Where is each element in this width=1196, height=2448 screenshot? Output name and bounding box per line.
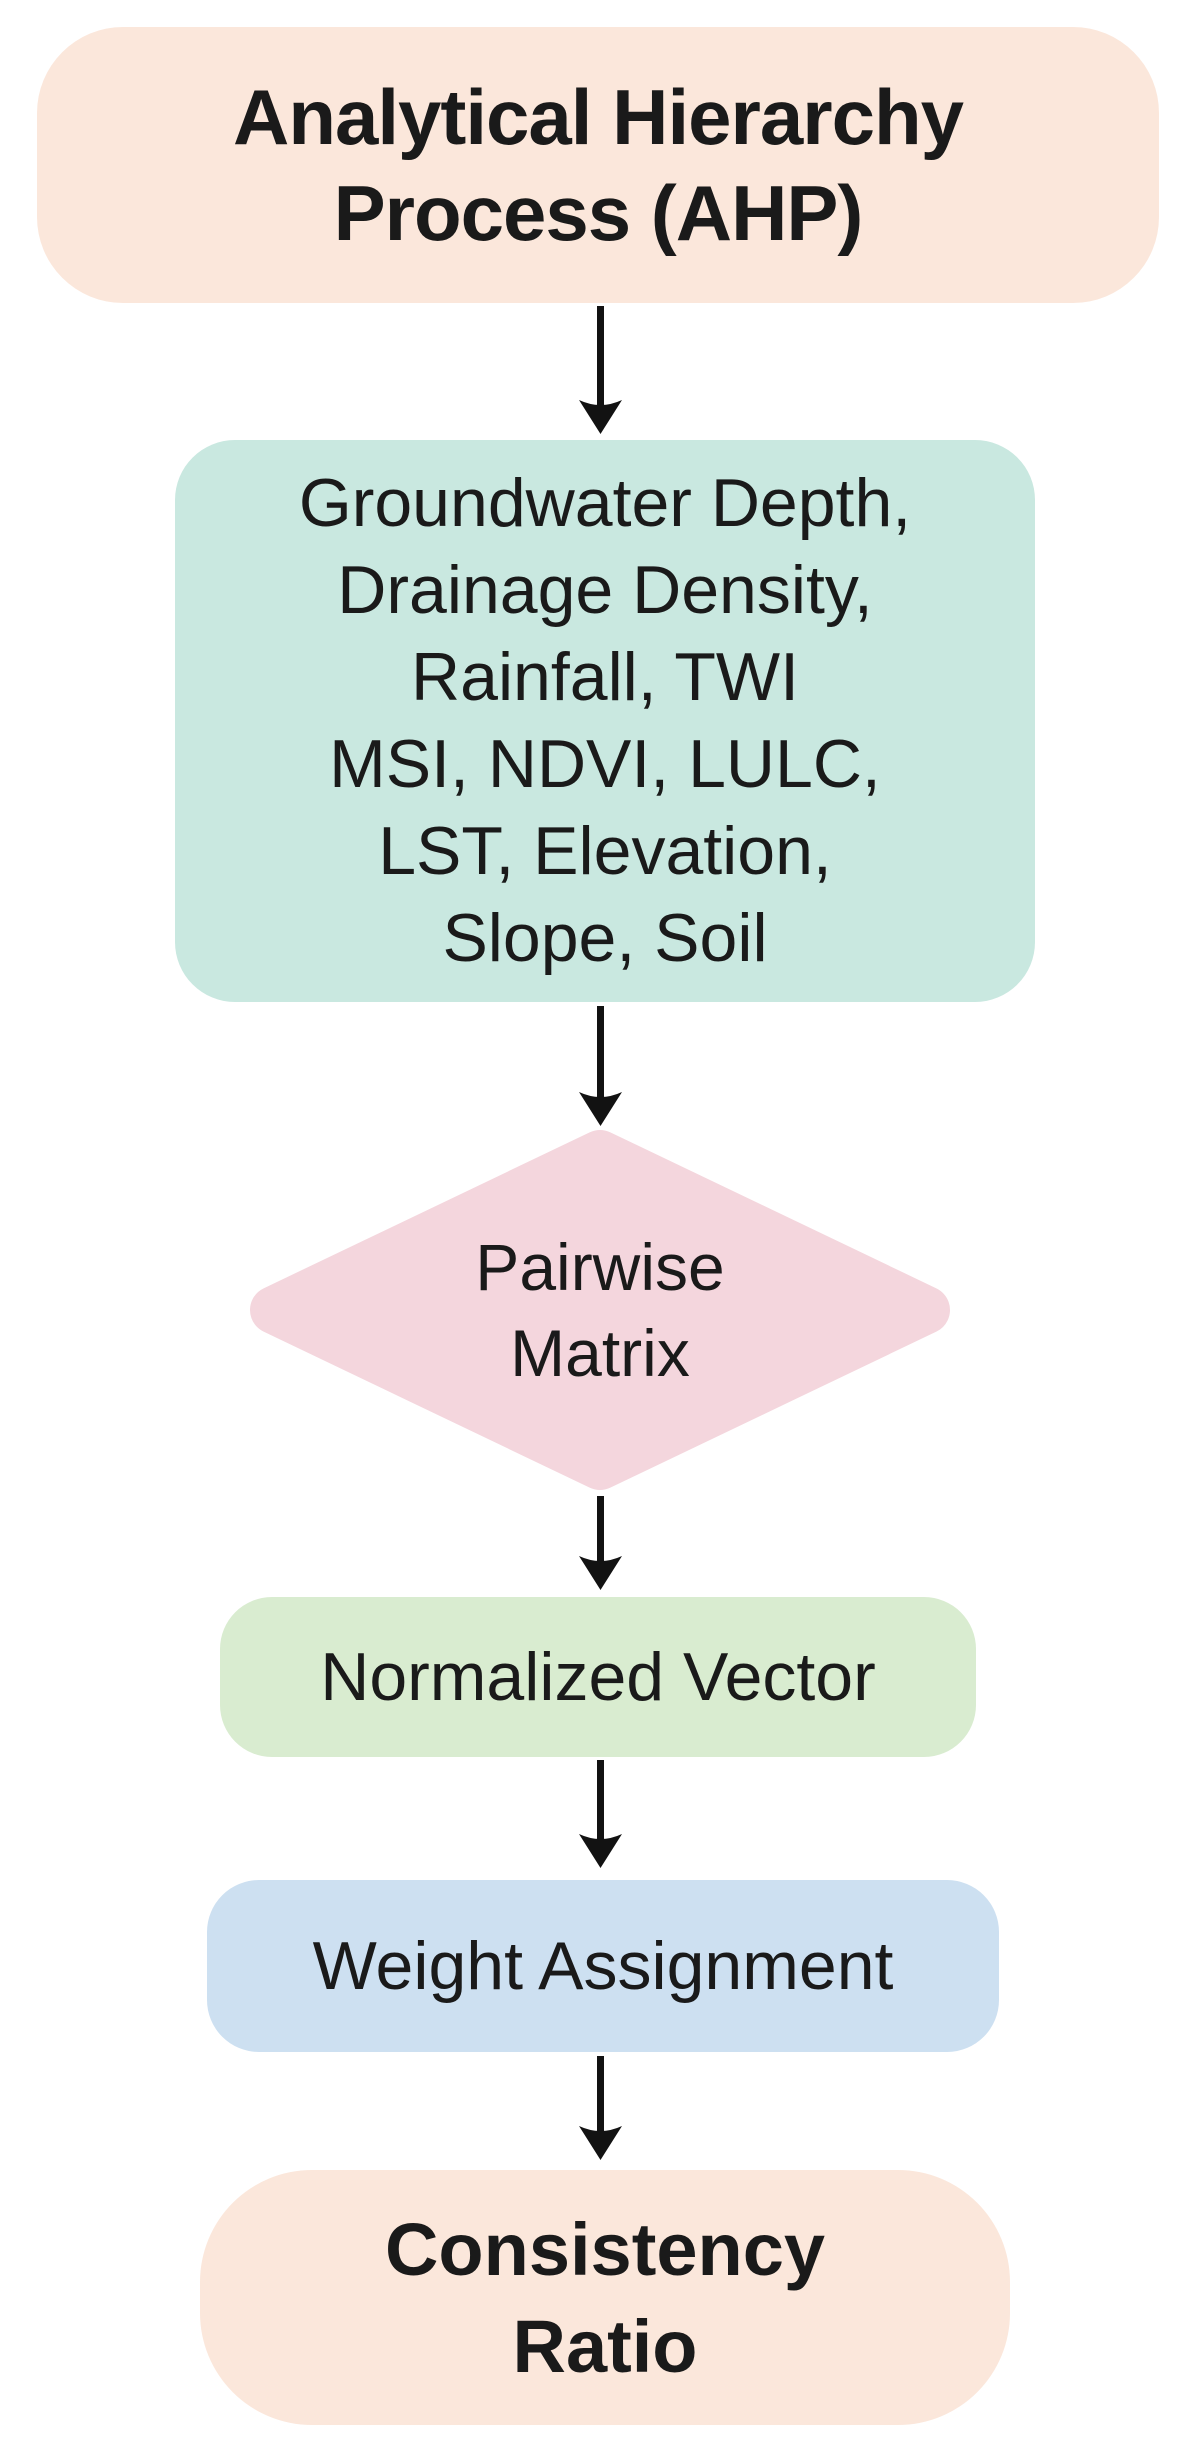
consistency-line1: Consistency <box>384 2207 826 2291</box>
arrow-down-icon <box>579 1496 622 1590</box>
ahp-title-line1: Analytical Hierarchy <box>232 73 964 161</box>
ahp-title-node: Analytical Hierarchy Process (AHP) <box>37 27 1159 303</box>
criteria-line1: Groundwater Depth, <box>298 465 912 541</box>
criteria-line6: Slope, Soil <box>442 900 768 976</box>
arrow-down-icon <box>579 1760 622 1868</box>
diamond-shape <box>250 1130 950 1490</box>
criteria-line2: Drainage Density, <box>337 552 873 628</box>
normalized-vector-node: Normalized Vector <box>220 1597 976 1757</box>
pairwise-line2: Matrix <box>510 1316 690 1390</box>
weight-assignment-node: Weight Assignment <box>207 1880 999 2052</box>
pairwise-line1: Pairwise <box>475 1230 725 1304</box>
pairwise-matrix-decision-node: Pairwise Matrix <box>248 1128 952 1492</box>
ahp-title-line2: Process (AHP) <box>333 169 864 257</box>
criteria-line4: MSI, NDVI, LULC, <box>329 726 881 802</box>
weight-assignment-label: Weight Assignment <box>312 1928 894 2004</box>
arrow-down-icon <box>579 306 622 434</box>
arrow-down-icon <box>579 2056 622 2160</box>
consistency-ratio-node: Consistency Ratio <box>200 2170 1010 2425</box>
criteria-line5: LST, Elevation, <box>378 813 832 889</box>
pairwise-matrix-label: Pairwise Matrix <box>248 1128 952 1492</box>
criteria-node: Groundwater Depth, Drainage Density, Rai… <box>175 440 1035 1002</box>
criteria-line3: Rainfall, TWI <box>411 639 799 715</box>
normalized-vector-label: Normalized Vector <box>320 1639 876 1715</box>
arrow-down-icon <box>579 1006 622 1126</box>
consistency-line2: Ratio <box>512 2304 698 2388</box>
